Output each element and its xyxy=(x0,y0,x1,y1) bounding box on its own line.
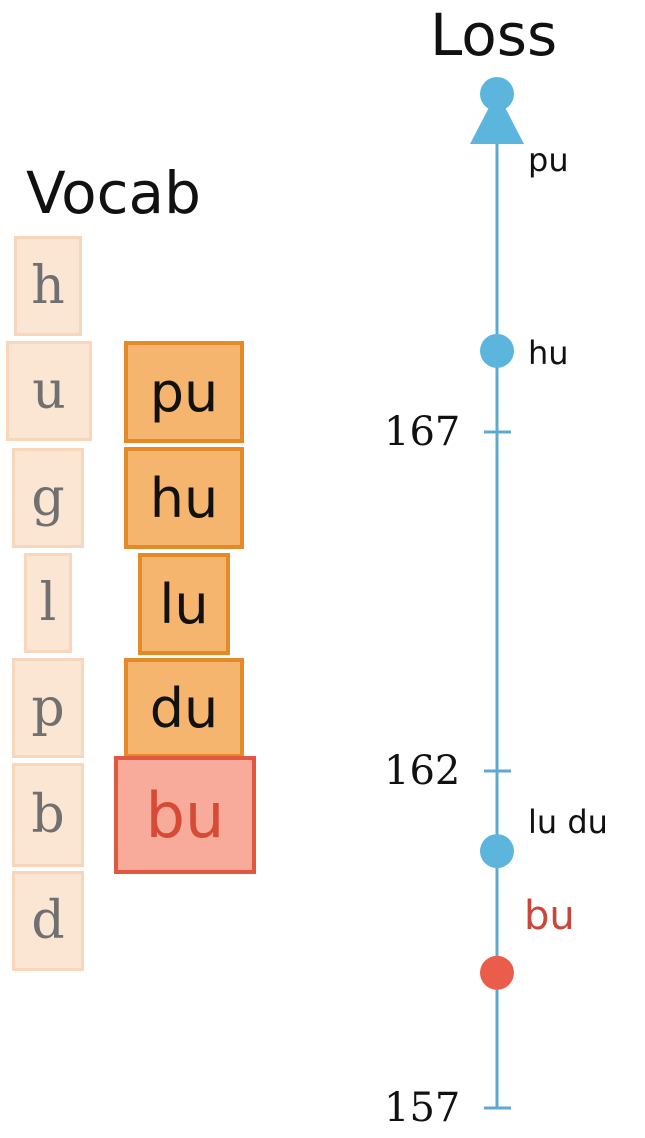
merge-candidate-du: du xyxy=(124,658,244,758)
vocab-char-h: h xyxy=(14,236,82,336)
vocab-char-g: g xyxy=(12,448,84,548)
tick-label-167: 167 xyxy=(384,409,461,455)
merge-candidate-hu: hu xyxy=(124,447,244,549)
loss-title: Loss xyxy=(430,1,558,69)
point-label-bu: bu xyxy=(524,893,575,939)
merge-best-bu: bu xyxy=(114,756,256,874)
point-label-hu: hu xyxy=(528,334,569,372)
merge-candidate-lu: lu xyxy=(138,553,230,655)
merge-candidate-pu: pu xyxy=(124,341,244,443)
point-label-pu: pu xyxy=(528,141,569,179)
loss-point-bu xyxy=(480,955,514,990)
tick-label-162: 162 xyxy=(384,748,461,794)
vocab-char-d: d xyxy=(12,871,84,971)
vocab-char-l: l xyxy=(24,553,72,653)
loss-point-hu xyxy=(480,333,514,368)
tick-label-157: 157 xyxy=(384,1085,461,1131)
vocab-title: Vocab xyxy=(26,159,201,227)
vocab-char-u: u xyxy=(6,341,92,441)
vocab-char-b: b xyxy=(12,763,84,867)
point-label-lu-du: lu du xyxy=(528,803,608,841)
loss-axis-arrowhead xyxy=(470,92,524,144)
loss-point-pu xyxy=(480,77,514,111)
loss-point-lu-du xyxy=(480,834,514,869)
vocab-char-p: p xyxy=(12,658,84,758)
